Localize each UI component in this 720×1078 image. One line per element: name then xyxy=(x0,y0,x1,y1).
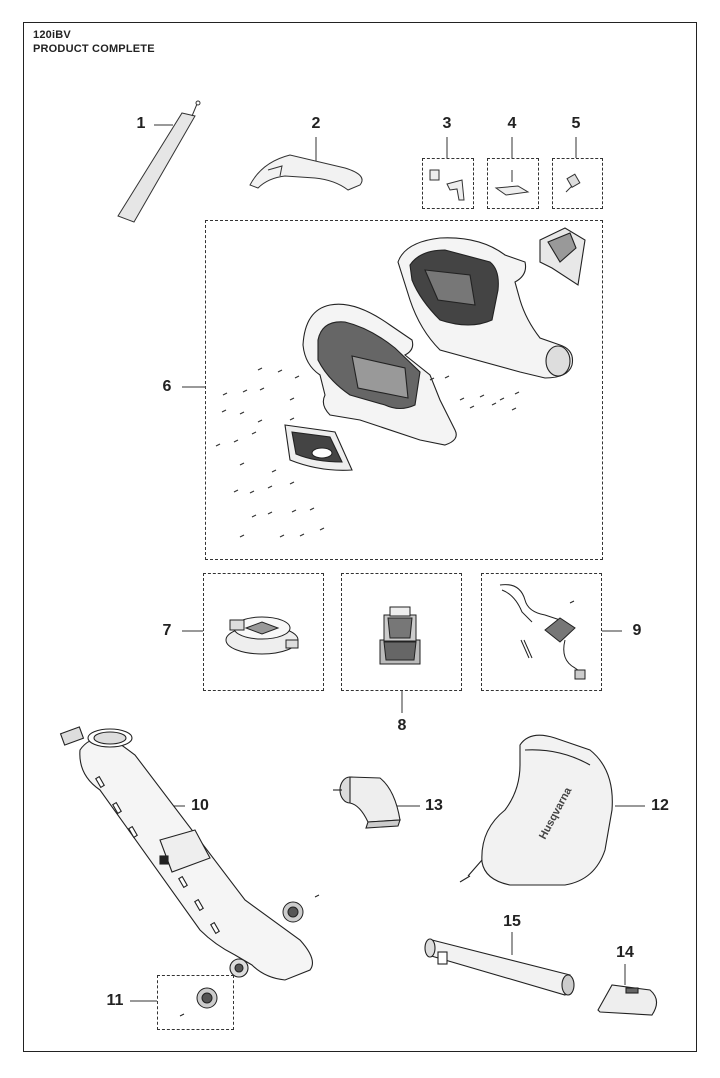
part-11-wheel xyxy=(179,987,218,1017)
callout-13: 13 xyxy=(425,797,443,814)
part-4-switch xyxy=(494,170,530,196)
callout-9: 9 xyxy=(632,622,642,639)
part-9-wiring xyxy=(499,584,586,680)
callout-1: 1 xyxy=(136,115,146,132)
callout-3: 3 xyxy=(442,115,452,132)
group-box-11-wheel xyxy=(157,975,234,1030)
part-10-wheel xyxy=(282,894,320,923)
part-10-vacuum-tube xyxy=(59,726,313,981)
callout-6: 6 xyxy=(162,378,172,395)
callout-5: 5 xyxy=(571,115,581,132)
group-box-9-wiring xyxy=(481,573,602,691)
part-13-nozzle xyxy=(333,776,401,829)
part-8-motor xyxy=(379,606,421,665)
part-1-tube xyxy=(117,100,201,223)
callout-2: 2 xyxy=(311,115,321,132)
callout-14: 14 xyxy=(616,944,634,961)
part-3-clips xyxy=(429,169,465,201)
part-14-cap xyxy=(597,984,658,1016)
part-6-housing xyxy=(284,227,586,471)
group-box-7-fan xyxy=(203,573,324,691)
callout-4: 4 xyxy=(507,115,517,132)
part-2-handle-cover xyxy=(249,154,363,191)
callout-12: 12 xyxy=(651,797,669,814)
callout-11: 11 xyxy=(106,992,124,1009)
group-box-3 xyxy=(422,158,474,209)
part-6-screws xyxy=(215,367,520,538)
callout-7: 7 xyxy=(162,622,172,639)
callout-10: 10 xyxy=(191,797,209,814)
section-title: PRODUCT COMPLETE xyxy=(33,43,155,55)
model-title: 120iBV xyxy=(33,29,71,41)
group-box-5 xyxy=(552,158,603,209)
drawing-frame xyxy=(23,22,697,1052)
callout-15: 15 xyxy=(503,913,521,930)
group-box-6-housing xyxy=(205,220,603,560)
part-5-connector xyxy=(565,173,581,193)
part-15-tube-section xyxy=(424,938,575,996)
group-box-4 xyxy=(487,158,539,209)
part-7-fan xyxy=(225,616,299,655)
group-box-8-motor xyxy=(341,573,462,691)
callout-8: 8 xyxy=(397,717,407,734)
part-12-collection-bag: Husqvarna xyxy=(459,734,613,886)
